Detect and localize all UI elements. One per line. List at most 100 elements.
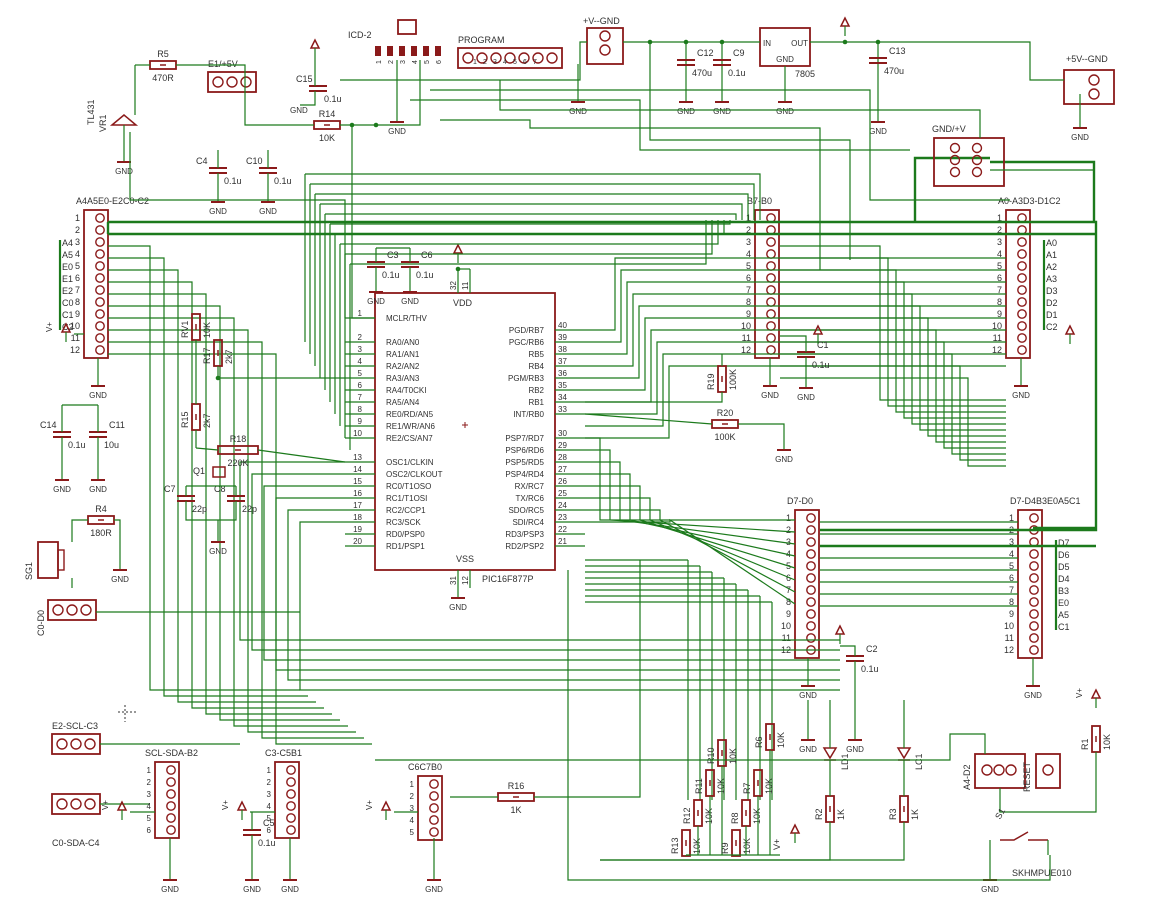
wire bbox=[780, 365, 1006, 461]
pin-number: 5 bbox=[424, 60, 431, 64]
junction-dot bbox=[373, 122, 379, 128]
pin-number: 9 bbox=[358, 417, 363, 426]
resistor-name: R13 bbox=[670, 837, 680, 854]
pin-number: 5 bbox=[513, 59, 517, 66]
pin-socket bbox=[95, 285, 105, 295]
pin-number: 11 bbox=[461, 281, 470, 290]
pin-socket bbox=[1029, 573, 1039, 583]
pin-number: 3 bbox=[400, 60, 407, 64]
pin-label: SDI/RC4 bbox=[512, 518, 544, 527]
wire bbox=[129, 132, 346, 318]
pin-number: 8 bbox=[358, 405, 363, 414]
vplus-label: V+ bbox=[772, 839, 782, 850]
pin-number: 10 bbox=[992, 321, 1002, 331]
vplus-label: V+ bbox=[221, 800, 230, 810]
pin-socket bbox=[286, 801, 296, 811]
pin-socket bbox=[166, 777, 176, 787]
pin-number: 36 bbox=[558, 369, 567, 378]
pin-socket bbox=[1088, 74, 1100, 86]
pin-number: 10 bbox=[741, 321, 751, 331]
capacitor-name: C8 bbox=[214, 484, 226, 494]
resistor-name: R17 bbox=[202, 347, 212, 364]
resistor-name: R4 bbox=[95, 504, 107, 514]
header-name: A0-A3D3-D1C2 bbox=[998, 196, 1061, 206]
capacitor-value: 470u bbox=[884, 66, 904, 76]
pin-header-body bbox=[83, 209, 109, 359]
net-label: A2 bbox=[1046, 262, 1057, 272]
wire bbox=[499, 80, 981, 138]
supply-arrow-icon bbox=[789, 823, 801, 834]
resistor-value: 10K bbox=[764, 778, 774, 794]
capacitor-name: C4 bbox=[196, 156, 208, 166]
pin-number: 7 bbox=[786, 585, 791, 595]
pin-number: 12 bbox=[461, 576, 470, 585]
pin-socket bbox=[971, 166, 983, 178]
pin-label: RC0/T1OSO bbox=[386, 482, 431, 491]
pin-socket bbox=[429, 779, 439, 789]
crystal-name: Q1 bbox=[193, 466, 205, 476]
pin-number: 18 bbox=[353, 513, 362, 522]
pin-number: 2 bbox=[410, 792, 415, 801]
wire bbox=[585, 485, 796, 569]
gnd-label: GND bbox=[209, 207, 227, 216]
wire bbox=[195, 447, 219, 451]
pin-socket bbox=[212, 76, 224, 88]
pin-label: RB1 bbox=[528, 398, 544, 407]
net-label: E1 bbox=[62, 274, 73, 284]
capacitor-value: 0.1u bbox=[728, 68, 746, 78]
pin-number: 11 bbox=[1005, 633, 1014, 643]
pin-number: 1 bbox=[147, 766, 152, 775]
led-name: LC1 bbox=[914, 753, 924, 770]
pin-number: 10 bbox=[1004, 621, 1014, 631]
pin-number: 2 bbox=[786, 525, 791, 535]
pin-socket bbox=[766, 321, 776, 331]
icd-pin bbox=[411, 46, 417, 56]
connector-name: +V--GND bbox=[583, 16, 620, 26]
pin-label: RA2/AN2 bbox=[386, 362, 420, 371]
wire bbox=[340, 41, 587, 81]
pin-number: 35 bbox=[558, 381, 567, 390]
wire bbox=[320, 203, 743, 220]
pin-socket bbox=[1017, 309, 1027, 319]
pin-label: RA0/AN0 bbox=[386, 338, 420, 347]
pin-label: INT/RB0 bbox=[513, 410, 544, 419]
resistor-name: R20 bbox=[717, 408, 734, 418]
part-name: VR1 bbox=[98, 114, 108, 132]
pin-number: 7 bbox=[358, 393, 363, 402]
net-label: D7 bbox=[1058, 538, 1070, 548]
capacitor-value: 0.1u bbox=[416, 270, 434, 280]
pin-number: 5 bbox=[267, 814, 272, 823]
wire bbox=[649, 42, 851, 260]
pin-number: 6 bbox=[267, 826, 272, 835]
pin-number: 4 bbox=[997, 249, 1002, 259]
power-input-body bbox=[586, 27, 624, 65]
net-label: C1 bbox=[62, 310, 74, 320]
pin-socket bbox=[1029, 585, 1039, 595]
pin-socket bbox=[806, 585, 816, 595]
pin-label: RX/RC7 bbox=[515, 482, 545, 491]
vplus-label: V+ bbox=[365, 800, 374, 810]
gnd-label: GND bbox=[367, 297, 385, 306]
pin-number: 5 bbox=[358, 369, 363, 378]
resistor-value: 470R bbox=[152, 73, 174, 83]
wire bbox=[108, 257, 308, 697]
pin-socket bbox=[95, 225, 105, 235]
pin-socket bbox=[806, 537, 816, 547]
reg-pin-label: IN bbox=[763, 39, 771, 48]
header-name: SCL-SDA-B2 bbox=[145, 748, 198, 758]
reg-pin-label: GND bbox=[776, 55, 794, 64]
pin-number: 7 bbox=[997, 285, 1002, 295]
bus-wire bbox=[108, 220, 1098, 532]
pin-number: 19 bbox=[353, 525, 362, 534]
gnd-label: GND bbox=[1012, 391, 1030, 400]
pin-socket bbox=[56, 798, 68, 810]
resistor-value: 1K bbox=[510, 805, 521, 815]
pin-socket bbox=[949, 154, 961, 166]
pin-number: 2 bbox=[147, 778, 152, 787]
pin-number: 9 bbox=[1009, 609, 1014, 619]
led-name: LD1 bbox=[840, 753, 850, 770]
wire bbox=[600, 822, 905, 861]
pin-number: 14 bbox=[353, 465, 362, 474]
connector-name: A4-D2 bbox=[962, 764, 972, 790]
pin-label: PGM/RB3 bbox=[508, 374, 545, 383]
